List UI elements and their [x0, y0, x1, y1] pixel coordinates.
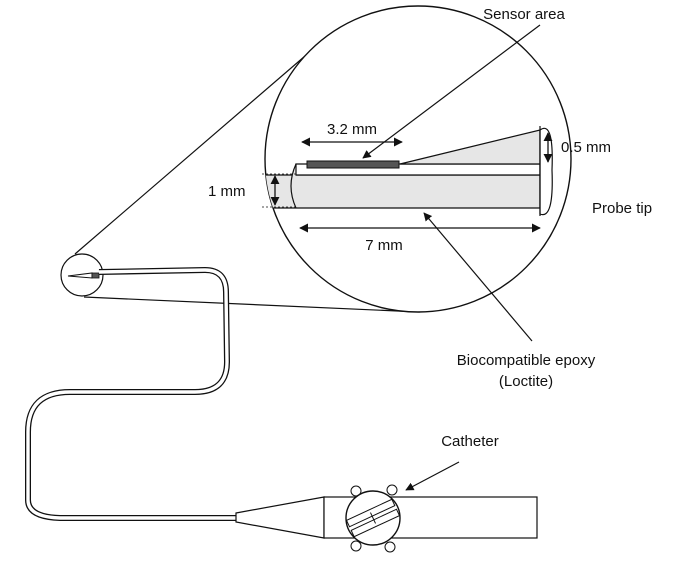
epoxy-pointer: [423, 212, 533, 342]
magnifier-line-top: [74, 49, 313, 255]
catheter-tube-inner: [26, 268, 238, 520]
probe-tip-cap: [539, 127, 553, 216]
probe-left-end: [290, 163, 297, 209]
sensor-area-label: Sensor area: [483, 6, 565, 23]
magnifier-line-bottom: [83, 296, 421, 313]
catheter-taper: [235, 496, 325, 539]
zoom-circle: [264, 5, 572, 313]
knob-bottom-right: [384, 541, 396, 553]
epoxy-label-line1: Biocompatible epoxy: [457, 352, 596, 369]
sensor-rect: [306, 160, 400, 169]
tip-height-label: 0.5 mm: [561, 139, 611, 156]
knob-bottom: [350, 540, 362, 552]
epoxy-label-line2: (Loctite): [499, 373, 553, 390]
catheter-pointer: [405, 461, 460, 491]
knob-top-right: [386, 484, 398, 496]
probe-length-label: 7 mm: [365, 237, 403, 254]
knob-top: [350, 485, 362, 497]
catheter-label: Catheter: [441, 433, 499, 450]
probe-diameter-label: 1 mm: [208, 183, 246, 200]
sensor-area-pointer: [362, 24, 541, 159]
probe-body: [265, 174, 541, 209]
dial-bars: [345, 498, 401, 538]
probe-tip-label: Probe tip: [592, 200, 652, 217]
tip-small-sensor: [91, 272, 100, 279]
sensor-length-label: 3.2 mm: [327, 121, 377, 138]
